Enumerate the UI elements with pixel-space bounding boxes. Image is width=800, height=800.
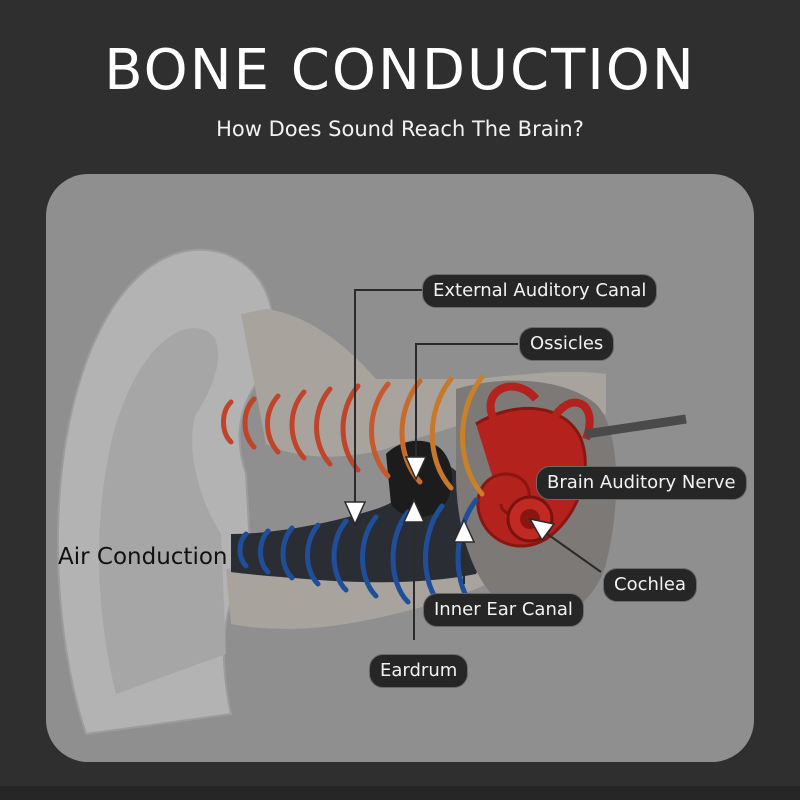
label-air-conduction: Air Conduction (58, 544, 228, 570)
label-inner-ear-canal: Inner Ear Canal (423, 593, 584, 627)
auricle-inner (99, 328, 226, 694)
arrow-ossicles (404, 456, 428, 481)
auditory-nerve (585, 414, 687, 439)
label-brain-auditory-nerve: Brain Auditory Nerve (536, 466, 747, 500)
arrow-cochlea (528, 517, 556, 542)
label-external-auditory-canal: External Auditory Canal (422, 274, 658, 308)
semicircular-canal (486, 382, 540, 426)
label-cochlea: Cochlea (603, 568, 697, 602)
arrow-heads (343, 456, 556, 543)
bottom-strip (0, 786, 800, 800)
arrow-eardrum (402, 498, 426, 523)
page-subtitle: How Does Sound Reach The Brain? (216, 117, 584, 141)
page-title: BONE CONDUCTION (104, 38, 696, 103)
label-ossicles: Ossicles (519, 327, 615, 361)
ear-illustration (56, 248, 687, 736)
arrow-external-canal (343, 501, 367, 526)
upper-canal-wall (241, 309, 606, 457)
label-eardrum: Eardrum (369, 654, 469, 688)
